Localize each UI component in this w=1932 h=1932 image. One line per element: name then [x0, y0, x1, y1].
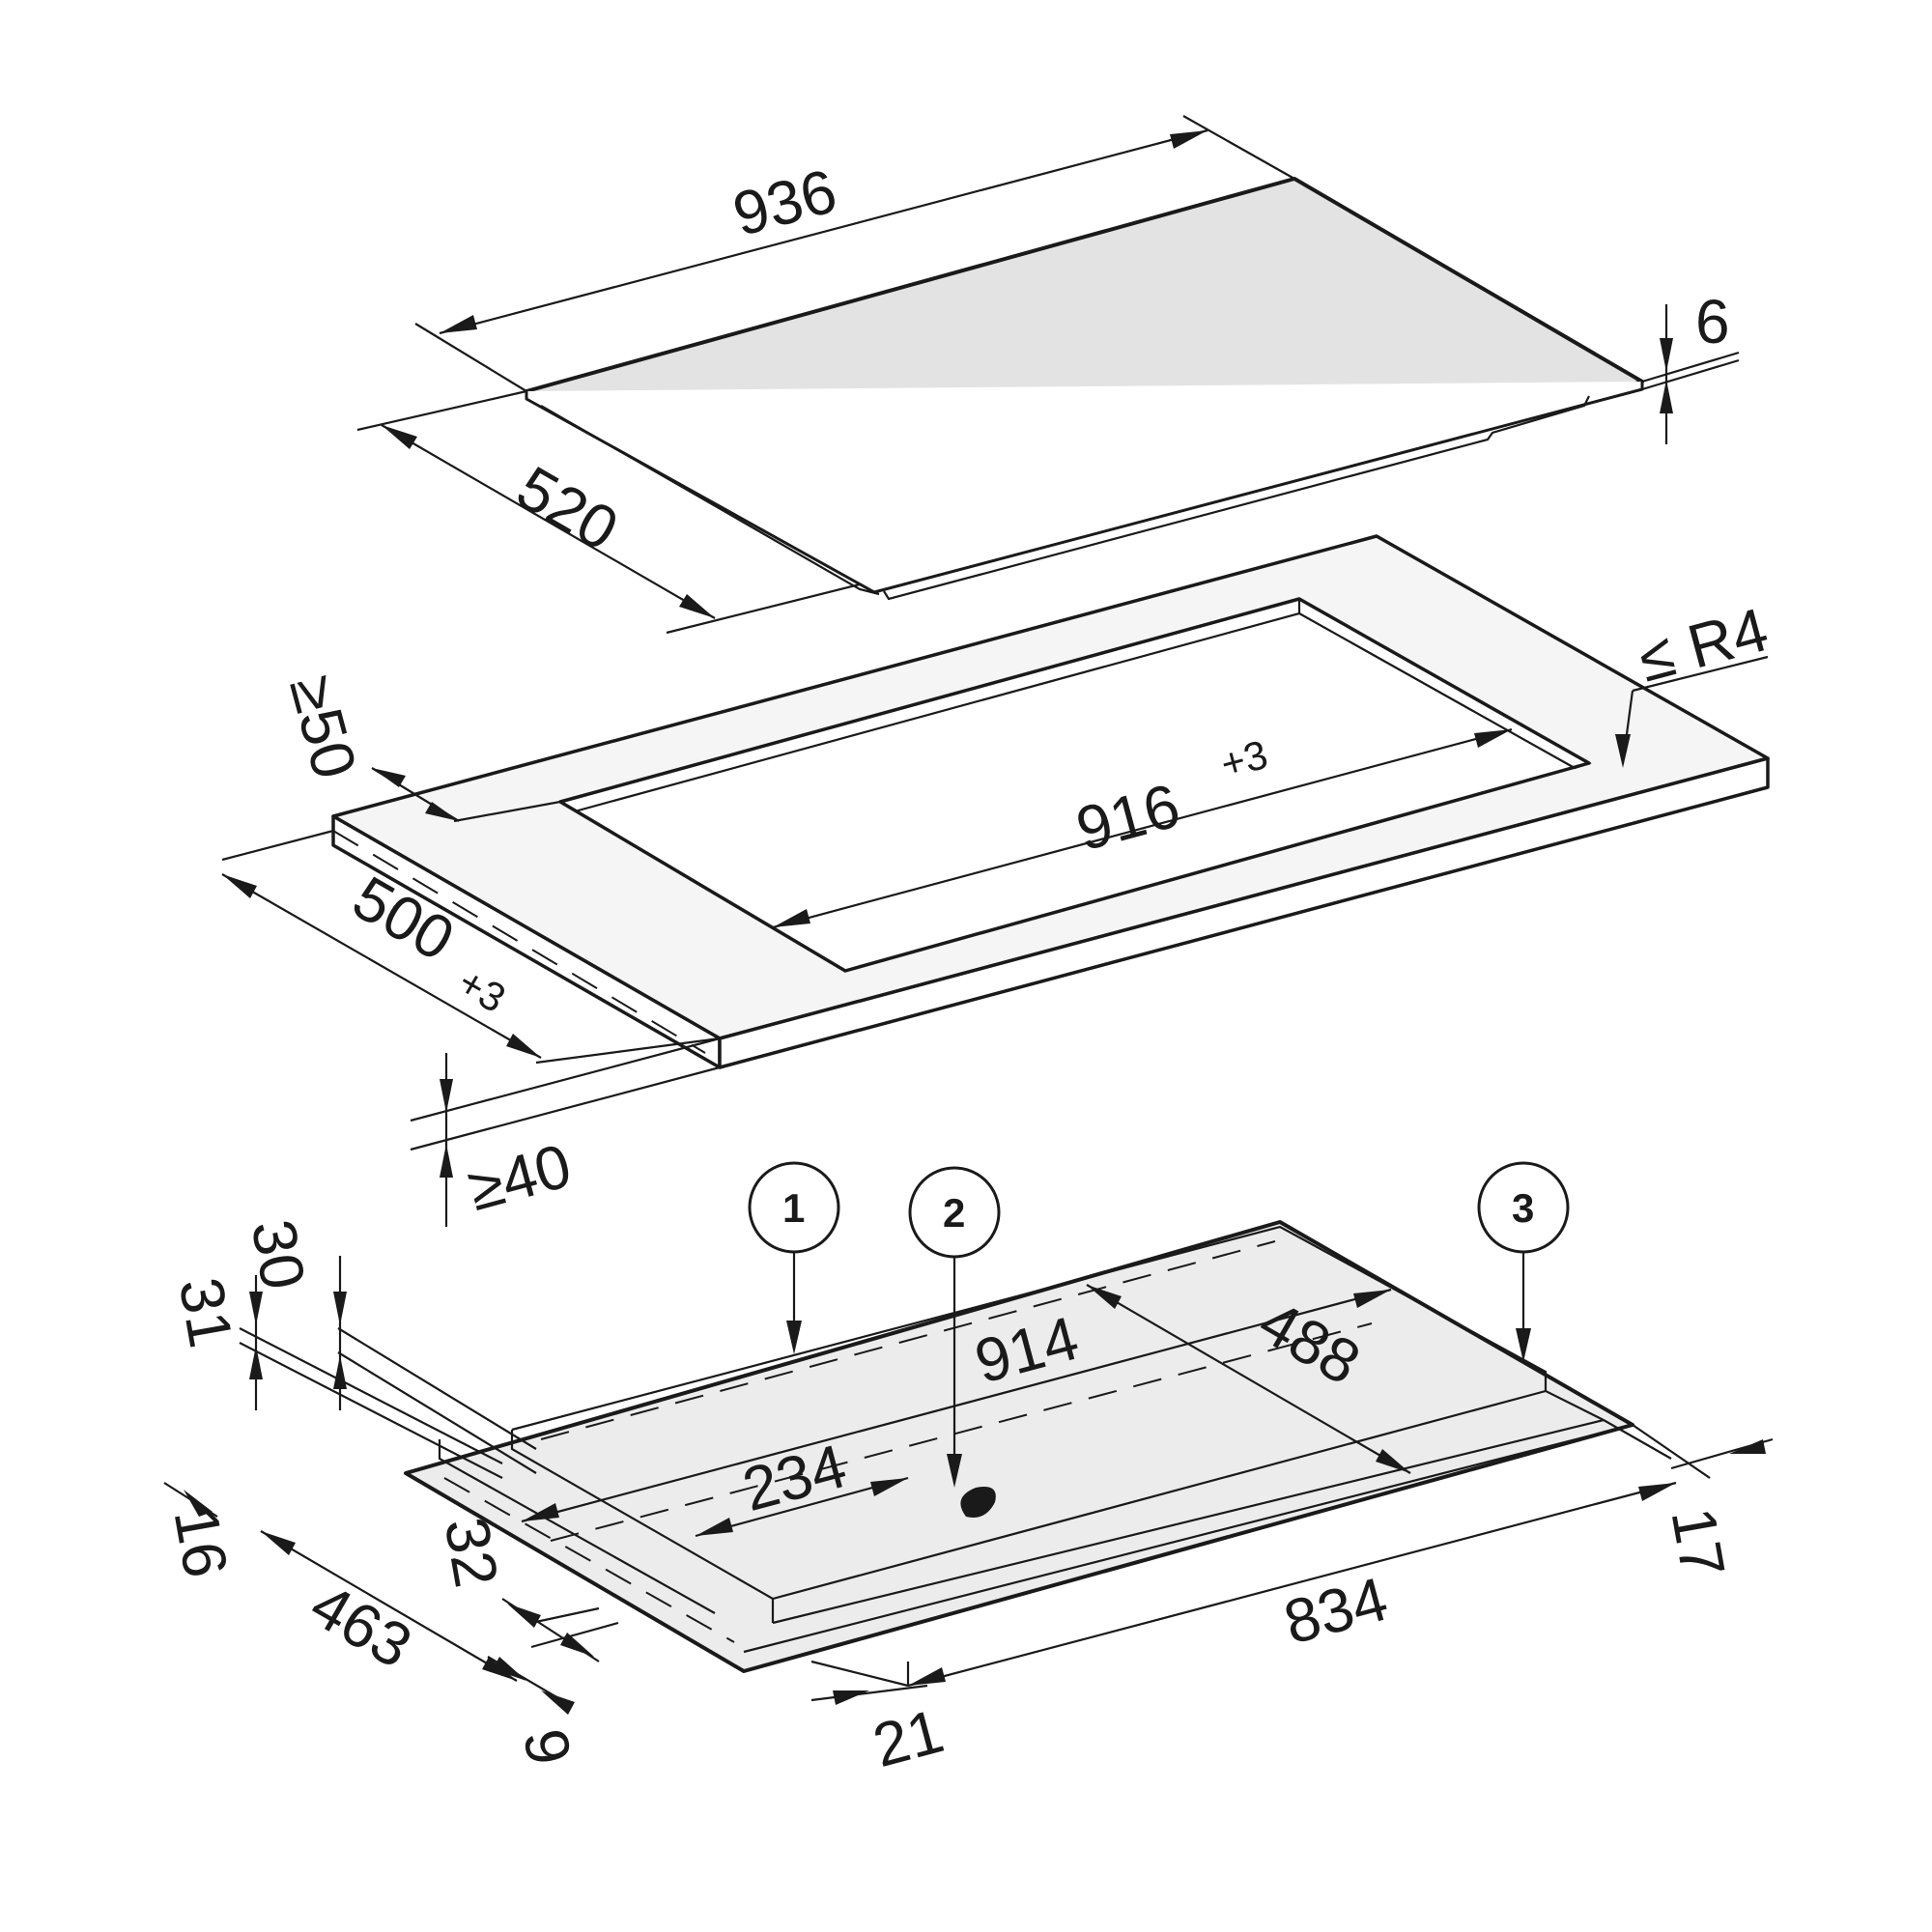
hidden-line: [1376, 535, 1634, 682]
callout-2: 2: [908, 1166, 1001, 1488]
callout-3-label: 3: [1512, 1185, 1534, 1231]
label-40: ≥40: [461, 1130, 578, 1224]
dim-31-30: 31 30: [166, 1214, 537, 1479]
dim-glass-thickness: 6: [1641, 287, 1740, 444]
hidden-line: [443, 1477, 735, 1643]
label-32: 32: [431, 1513, 511, 1593]
worktop-frame: [331, 534, 1770, 1069]
glass-panel: [525, 177, 1644, 601]
dim-16: 16: [160, 1482, 242, 1583]
hidden-line: [550, 1322, 1373, 1542]
label-17: 17: [1658, 1503, 1738, 1583]
dim-17: 17: [1603, 1419, 1774, 1583]
dim-worktop-thickness: ≥40: [410, 1037, 721, 1227]
dim-32: 32: [431, 1513, 619, 1662]
label-834: 834: [1277, 1564, 1395, 1658]
callout-2-label: 2: [943, 1190, 965, 1236]
label-30: 30: [239, 1214, 319, 1294]
callout-1-label: 1: [782, 1185, 805, 1231]
hidden-line: [332, 830, 706, 1054]
callout-1: 1: [748, 1161, 840, 1354]
label-31: 31: [166, 1272, 246, 1352]
label-50: ≥50: [276, 668, 370, 785]
base-unit: [404, 1220, 1634, 1673]
label-9: 9: [510, 1724, 584, 1771]
callout-3: 3: [1477, 1161, 1570, 1362]
label-21: 21: [867, 1695, 951, 1780]
connection-cable-icon: [960, 1487, 996, 1518]
label-radius: ≤ R4: [1632, 594, 1776, 695]
label-6: 6: [1695, 287, 1730, 356]
label-520: 520: [505, 452, 629, 564]
label-16: 16: [160, 1503, 241, 1583]
label-936: 936: [726, 156, 844, 249]
label-463: 463: [299, 1570, 423, 1682]
hidden-line: [540, 1240, 1276, 1440]
